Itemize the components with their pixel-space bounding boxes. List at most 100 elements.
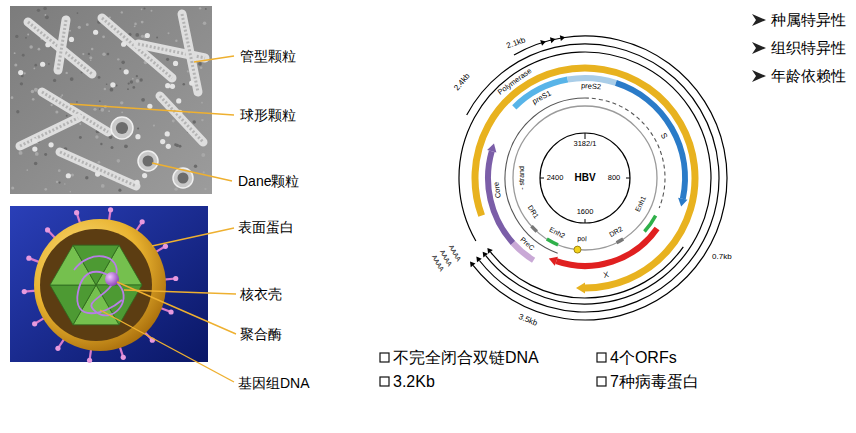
grain xyxy=(117,159,121,163)
position-label: 2400 xyxy=(546,174,565,183)
grain xyxy=(135,33,139,37)
genome-name: HBV xyxy=(573,172,596,184)
component-label: 核衣壳 xyxy=(240,286,282,302)
grain xyxy=(176,144,179,147)
grain xyxy=(29,45,33,49)
surface-spike xyxy=(32,321,37,326)
grain xyxy=(35,152,39,156)
grain xyxy=(124,144,128,148)
orf-label: X xyxy=(601,270,610,281)
component-label: 聚合酶 xyxy=(240,326,282,342)
grain xyxy=(33,67,35,69)
pres1-orf xyxy=(514,80,567,108)
grain xyxy=(59,181,61,183)
grain xyxy=(151,10,153,12)
particle-label: 球形颗粒 xyxy=(240,107,296,123)
grain xyxy=(166,58,169,61)
grain xyxy=(22,54,25,57)
component-label: 核衣壳 xyxy=(240,286,282,302)
grain xyxy=(141,9,143,11)
grain xyxy=(11,186,14,189)
grain xyxy=(100,108,104,112)
grain xyxy=(192,120,195,123)
transcript-label: 0.7kb xyxy=(711,252,733,261)
grain xyxy=(117,58,119,60)
transcript-arrow xyxy=(550,37,556,43)
orf-label: S xyxy=(659,130,671,141)
direct-repeat xyxy=(617,239,624,243)
grain xyxy=(204,188,206,190)
spherical-particle xyxy=(147,104,152,109)
surface-spike xyxy=(121,355,126,360)
grain xyxy=(58,169,61,172)
dane-particle xyxy=(143,156,154,167)
grain xyxy=(71,173,74,176)
transcript-label: 3.5kb xyxy=(516,312,539,329)
grain xyxy=(79,123,81,125)
strand-label: - strand xyxy=(518,165,526,191)
position-label: 1600 xyxy=(576,208,595,217)
genome-name: HBV xyxy=(573,172,596,184)
element-label: DR2 xyxy=(607,224,625,239)
grain xyxy=(118,189,121,192)
surface-spike xyxy=(45,227,50,232)
grain xyxy=(24,72,26,74)
grain xyxy=(203,21,207,25)
transcript-arrow xyxy=(470,261,475,267)
property-item: 年龄依赖性 xyxy=(771,67,846,84)
grain xyxy=(100,143,102,145)
polymerase xyxy=(105,272,119,286)
grain xyxy=(205,8,207,10)
leader-line xyxy=(194,56,234,62)
surface-spike xyxy=(55,346,60,351)
spherical-particle xyxy=(45,42,50,47)
grain xyxy=(201,102,203,104)
particle-label: Dane颗粒 xyxy=(238,173,299,189)
grain xyxy=(95,135,98,138)
fact-item: 7种病毒蛋白 xyxy=(610,373,699,391)
envelope xyxy=(34,219,166,351)
spherical-particle xyxy=(95,171,100,176)
grain xyxy=(50,104,52,106)
grain xyxy=(93,108,96,111)
grain xyxy=(44,153,47,156)
leader-line xyxy=(152,228,234,246)
position-label: 2400 xyxy=(546,174,565,183)
spherical-particle xyxy=(189,80,194,85)
checkbox xyxy=(380,353,389,362)
grain xyxy=(76,101,78,103)
grain xyxy=(194,165,197,168)
leader-line xyxy=(117,282,236,334)
grain xyxy=(70,77,74,81)
minus-strand xyxy=(513,106,657,250)
spherical-particle xyxy=(142,173,147,178)
grain xyxy=(101,184,105,188)
position-circle xyxy=(540,133,630,223)
tubular-particle xyxy=(60,152,136,186)
spherical-particle xyxy=(160,139,165,144)
transcript-label: 3.5kb xyxy=(516,312,539,329)
grain xyxy=(15,35,18,38)
core-orf xyxy=(488,151,513,243)
grain xyxy=(110,88,114,92)
element-label: Enh1 xyxy=(634,194,649,214)
component-label: 表面蛋白 xyxy=(238,219,294,235)
arrow-bullet xyxy=(752,42,766,54)
orf-arrow xyxy=(678,198,687,207)
position-label: 800 xyxy=(607,174,622,183)
s-orf xyxy=(616,83,685,199)
grain xyxy=(127,88,129,90)
strand-label: - strand xyxy=(518,165,526,191)
tubular-particle xyxy=(20,118,78,146)
checkbox xyxy=(597,377,606,386)
checkbox xyxy=(597,353,606,362)
leader-line xyxy=(100,310,234,382)
grain xyxy=(156,37,158,39)
orf-label: preS2 xyxy=(580,82,603,92)
position-tick xyxy=(585,219,586,223)
grain xyxy=(116,85,118,87)
grain xyxy=(141,35,144,38)
grain xyxy=(14,63,17,66)
spherical-particle xyxy=(176,98,181,103)
grain xyxy=(44,188,47,191)
